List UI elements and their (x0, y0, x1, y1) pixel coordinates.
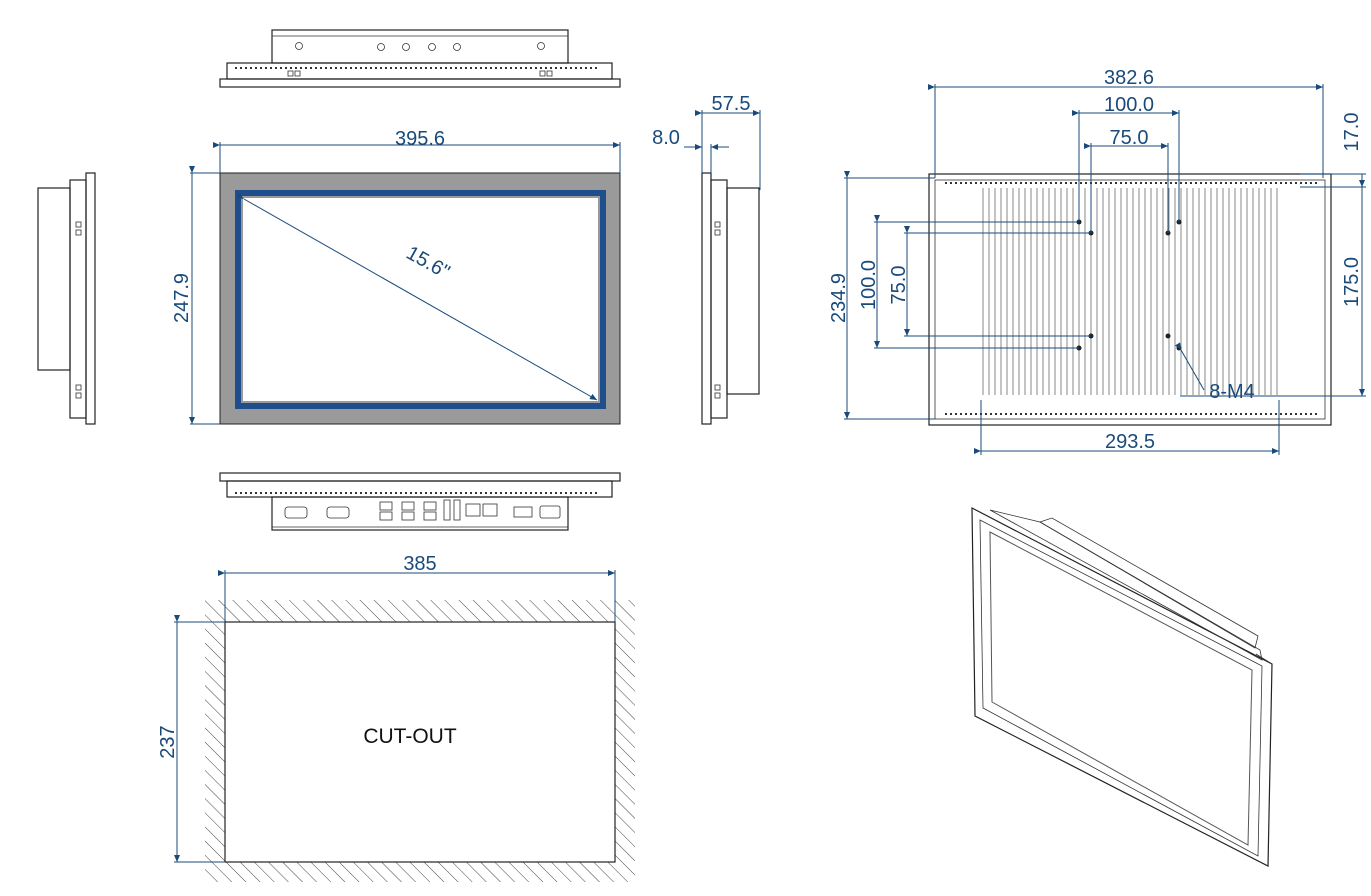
right-side-view (701, 172, 760, 425)
rear-width-dim: 382.6 (1104, 67, 1154, 89)
left-side-view (37, 172, 96, 425)
rear-height-dim: 234.9 (828, 273, 850, 323)
front-width-dim: 395.6 (395, 128, 445, 150)
depth-dim: 57.5 (712, 93, 751, 115)
rear-vesa-v1-dim: 100.0 (858, 260, 880, 310)
rear-base-dim: 293.5 (1105, 431, 1155, 453)
rear-mount1-dim: 100.0 (1104, 94, 1154, 116)
rear-top-offset-dim: 17.0 (1341, 113, 1363, 152)
cutout-width-dim: 385 (403, 553, 436, 575)
rear-mount2-dim: 75.0 (1110, 127, 1149, 149)
front-view (219, 172, 621, 425)
cutout-height-dim: 237 (157, 725, 179, 758)
front-height-dim: 247.9 (171, 273, 193, 323)
screw-label: 8-M4 (1209, 381, 1255, 403)
cutout-view (205, 600, 635, 882)
bezel-dim: 8.0 (652, 127, 680, 149)
top-view (219, 29, 621, 88)
isometric-view (971, 507, 1273, 867)
rear-vesa-v2-dim: 75.0 (888, 266, 910, 305)
cutout-label: CUT-OUT (363, 725, 456, 748)
rear-view (928, 173, 1332, 426)
rear-vesa-h-dim: 175.0 (1341, 257, 1363, 307)
bottom-view (219, 472, 621, 531)
